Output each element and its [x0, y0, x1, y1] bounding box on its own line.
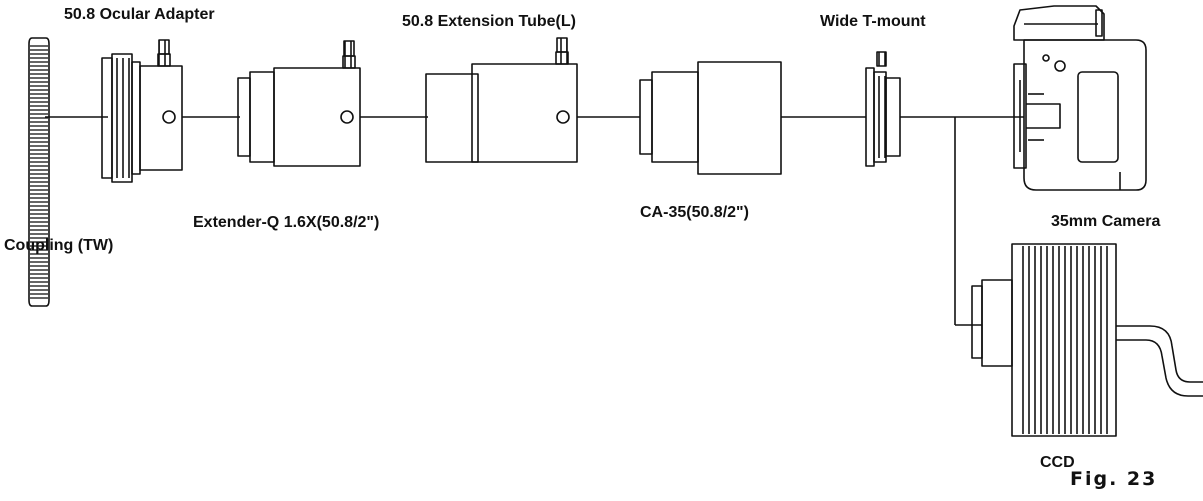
ccd-branch-line [954, 117, 982, 326]
wide-t-mount-part [865, 51, 901, 167]
ocular-adapter-label: 50.8 Ocular Adapter [64, 6, 215, 23]
ccd-camera-part [971, 243, 1203, 437]
extender-q-part [237, 40, 361, 167]
ca35-label: CA-35(50.8/2") [640, 204, 749, 221]
wide-t-mount-label: Wide T-mount [820, 13, 926, 30]
ca35-part [639, 61, 782, 175]
ccd-label: CCD [1040, 454, 1075, 471]
extender-q-label: Extender-Q 1.6X(50.8/2") [193, 214, 380, 231]
camera-label: 35mm Camera [1051, 213, 1161, 230]
coupling-tw-part [28, 37, 50, 307]
ocular-adapter-part [101, 39, 183, 183]
extension-tube-label: 50.8 Extension Tube(L) [402, 13, 576, 30]
figure-caption: Fig. 23 [1070, 468, 1158, 490]
camera-body-part [1013, 5, 1147, 191]
extension-tube-part [425, 37, 578, 163]
coupling-label: Coupling (TW) [4, 237, 114, 254]
